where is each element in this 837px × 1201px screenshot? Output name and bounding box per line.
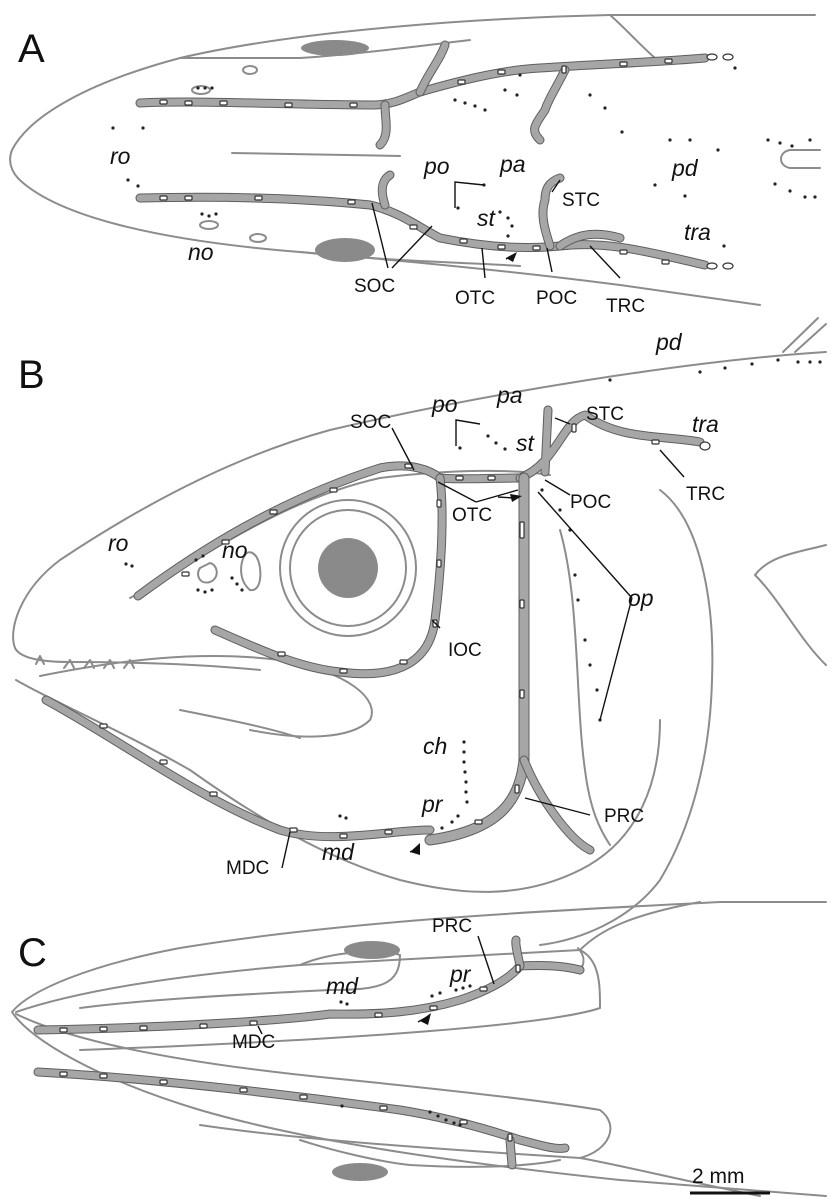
panel-b-label-ch: ch — [423, 733, 447, 759]
panel-c-label-mdc: MDC — [232, 1032, 275, 1053]
panel-b: B — [13, 318, 826, 945]
panel-b-label-op: op — [628, 585, 654, 611]
panel-b-label-otc: OTC — [452, 505, 492, 526]
panel-b-label-poc: POC — [570, 492, 611, 513]
panel-c-letter: C — [18, 931, 47, 975]
panel-b-head-outline — [13, 352, 826, 670]
panel-c-eye-lower — [332, 1163, 388, 1181]
panel-b-label-mdc: MDC — [226, 858, 269, 879]
panel-b-label-pr: pr — [421, 791, 444, 817]
panel-b-label-pa: pa — [496, 382, 523, 408]
panel-a-eye-ventral — [315, 238, 375, 262]
panel-a: A — [10, 15, 820, 317]
panel-b-label-prc: PRC — [604, 806, 644, 827]
panel-a-label-pd: pd — [671, 155, 699, 181]
panel-b-label-ro: ro — [108, 530, 129, 556]
panel-a-label-poc: POC — [536, 288, 577, 309]
panel-b-maxilla-line — [180, 710, 300, 738]
panel-c-label-pr: pr — [449, 961, 472, 987]
panel-a-midline — [232, 153, 400, 156]
panel-c-upper-jaw — [16, 950, 600, 1050]
panel-b-dorsal-lines — [783, 318, 826, 352]
panel-b-label-st: st — [516, 430, 536, 456]
panel-c-canals — [38, 940, 580, 1165]
panel-a-label-st: st — [477, 205, 497, 231]
panel-a-label-otc: OTC — [455, 288, 495, 309]
panel-a-label-no: no — [188, 239, 214, 265]
panel-a-label-stc: STC — [562, 190, 600, 211]
panel-b-po-bracket — [456, 420, 480, 446]
panel-a-tail-loop — [781, 150, 820, 168]
panel-c-arrow — [420, 1013, 431, 1025]
panel-a-label-po: po — [423, 153, 450, 179]
panel-a-label-pa: pa — [499, 151, 526, 177]
panel-b-label-pd: pd — [655, 329, 683, 355]
panel-a-nostril-bottom-2 — [250, 234, 266, 242]
panel-a-nostril-bottom — [200, 221, 218, 229]
panel-a-letter: A — [18, 27, 45, 71]
panel-a-arrow — [506, 252, 517, 262]
panel-b-label-stc: STC — [586, 404, 624, 425]
panel-a-eye-dorsal — [301, 40, 369, 56]
scale-bar-label: 2 mm — [692, 1165, 745, 1188]
panel-b-label-tra: tra — [692, 411, 719, 437]
panel-b-pectoral — [755, 545, 826, 665]
panel-b-eye-pupil — [318, 538, 378, 598]
panel-a-nostril-top-2 — [243, 66, 257, 74]
panel-b-label-md: md — [322, 839, 355, 865]
panel-b-label-ioc: IOC — [448, 640, 482, 661]
panel-a-label-soc: SOC — [354, 276, 395, 297]
panel-c-label-md: md — [326, 973, 359, 999]
panel-a-label-tra: tra — [684, 219, 711, 245]
panel-c-label-prc: PRC — [432, 916, 472, 937]
panel-b-nostril-1 — [198, 563, 217, 583]
panel-b-label-soc: SOC — [350, 412, 391, 433]
panel-b-label-po: po — [431, 391, 458, 417]
panel-a-label-trc: TRC — [606, 296, 645, 317]
panel-c-eye-upper — [344, 941, 400, 959]
panel-c: C — [12, 902, 826, 1196]
panel-a-nostril-top — [192, 86, 210, 94]
panel-b-label-no: no — [222, 537, 248, 563]
panel-b-label-trc: TRC — [686, 484, 725, 505]
panel-b-operculum-edge — [560, 530, 610, 845]
panel-b-letter: B — [18, 353, 45, 397]
panel-a-label-ro: ro — [110, 143, 131, 169]
